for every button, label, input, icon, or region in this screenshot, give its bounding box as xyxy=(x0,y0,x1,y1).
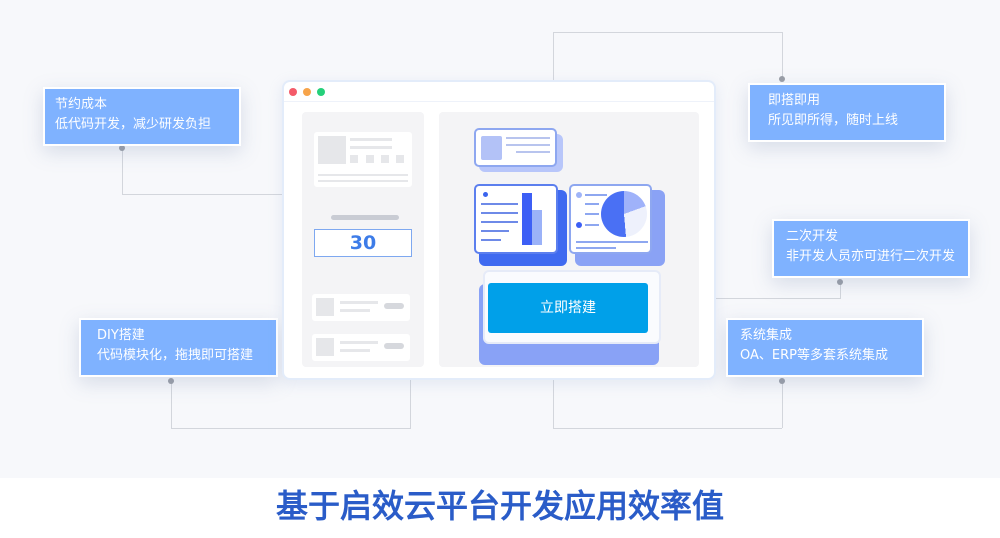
right-panel: 立即搭建 xyxy=(439,112,699,367)
pie-chart-card xyxy=(569,184,652,254)
counter-field: 30 xyxy=(314,229,412,257)
pie-chart-icon xyxy=(601,191,647,237)
list-item xyxy=(312,294,410,321)
label-bar xyxy=(331,215,399,220)
feature-desc: OA、ERP等多套系统集成 xyxy=(740,348,888,363)
list-item xyxy=(312,334,410,361)
connector-line xyxy=(840,282,841,298)
left-panel: 30 xyxy=(302,112,424,367)
connector-line xyxy=(122,148,123,195)
feature-cost-saving: 节约成本 低代码开发，减少研发负担 xyxy=(43,87,241,146)
connector-line xyxy=(553,32,554,80)
build-now-button[interactable]: 立即搭建 xyxy=(488,283,648,333)
bar xyxy=(532,210,542,245)
feature-title: 二次开发 xyxy=(786,229,839,244)
bar xyxy=(522,193,532,245)
close-dot-icon xyxy=(289,88,297,96)
feature-desc: 非开发人员亦可进行二次开发 xyxy=(786,249,956,264)
feature-title: DIY搭建 xyxy=(97,328,145,343)
connector-line xyxy=(171,428,411,429)
info-card xyxy=(474,128,557,167)
feature-title: 节约成本 xyxy=(55,97,108,112)
browser-mockup: 30 xyxy=(282,80,716,380)
connector-dot xyxy=(779,378,785,384)
image-icon xyxy=(481,136,502,160)
connector-line xyxy=(782,381,783,428)
connector-line xyxy=(171,381,172,428)
connector-line xyxy=(553,32,782,33)
feature-system-integration: 系统集成 OA、ERP等多套系统集成 xyxy=(726,318,924,377)
diagram-canvas: 节约成本 低代码开发，减少研发负担 DIY搭建 代码模块化，拖拽即可搭建 即搭即… xyxy=(43,32,970,429)
feature-title: 系统集成 xyxy=(740,328,793,343)
connector-line xyxy=(553,428,782,429)
profile-card xyxy=(314,132,412,187)
connector-line xyxy=(410,380,411,428)
feature-secondary-dev: 二次开发 非开发人员亦可进行二次开发 xyxy=(772,219,970,278)
connector-dot xyxy=(168,378,174,384)
connector-dot xyxy=(779,76,785,82)
feature-desc: 所见即所得，随时上线 xyxy=(768,113,899,128)
connector-line xyxy=(553,380,554,428)
page-caption: 基于启效云平台开发应用效率值 xyxy=(275,487,724,525)
bar-chart-card xyxy=(474,184,558,254)
title-bar xyxy=(284,82,714,102)
feature-desc: 代码模块化，拖拽即可搭建 xyxy=(97,348,254,363)
connector-dot xyxy=(837,279,843,285)
feature-desc: 低代码开发，减少研发负担 xyxy=(55,117,212,132)
avatar-icon xyxy=(318,136,346,164)
connector-line xyxy=(716,298,841,299)
feature-diy-build: DIY搭建 代码模块化，拖拽即可搭建 xyxy=(79,318,278,377)
feature-title: 即搭即用 xyxy=(768,93,821,108)
connector-dot xyxy=(119,145,125,151)
feature-instant-use: 即搭即用 所见即所得，随时上线 xyxy=(748,83,946,142)
connector-line xyxy=(782,32,783,79)
maximize-dot-icon xyxy=(317,88,325,96)
connector-line xyxy=(122,194,282,195)
minimize-dot-icon xyxy=(303,88,311,96)
